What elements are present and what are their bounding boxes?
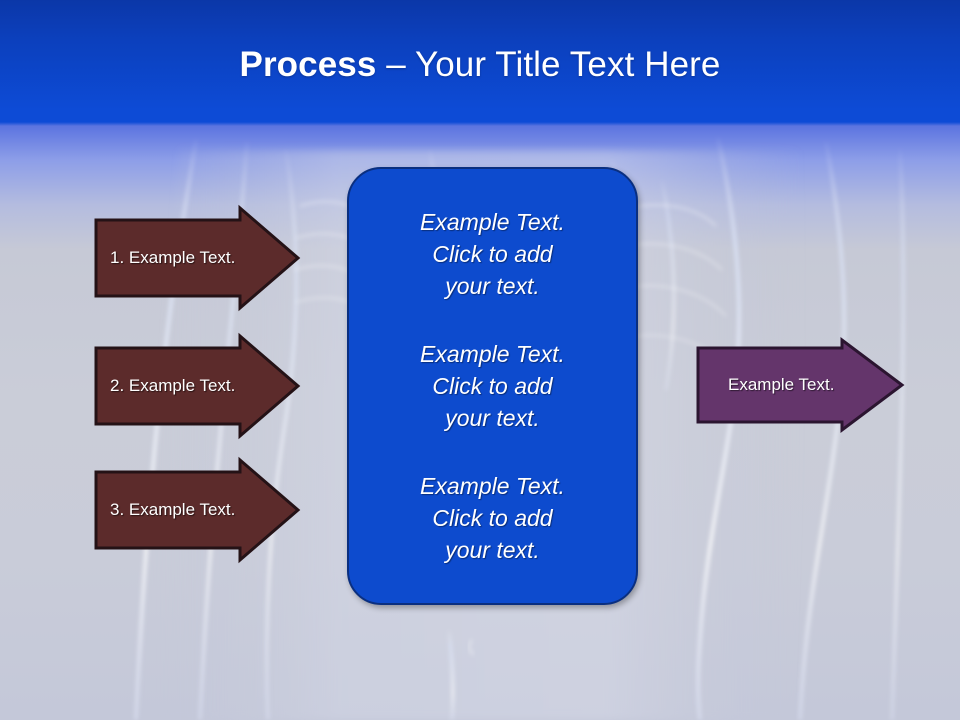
step-arrow-2-shape (94, 332, 301, 440)
step-arrow-1[interactable]: 1. Example Text. (94, 204, 301, 312)
result-arrow[interactable]: Example Text. (696, 337, 905, 433)
panel-text-block-3: Example Text. Click to add your text. (420, 473, 565, 563)
panel-text-block-1: Example Text. Click to add your text. (420, 209, 565, 299)
step-arrow-3-shape (94, 456, 301, 564)
step-arrow-3[interactable]: 3. Example Text. (94, 456, 301, 564)
step-arrow-2[interactable]: 2. Example Text. (94, 332, 301, 440)
page-title-rest: – Your Title Text Here (376, 45, 721, 84)
title-bar: Process – Your Title Text Here (0, 0, 960, 122)
panel-text-block-2: Example Text. Click to add your text. (420, 341, 565, 431)
step-arrow-1-shape (94, 204, 301, 312)
page-title-strong: Process (239, 45, 377, 84)
page-title: Process – Your Title Text Here (240, 45, 721, 85)
process-detail-panel[interactable]: Example Text. Click to add your text. Ex… (347, 167, 638, 605)
result-arrow-shape (696, 337, 905, 433)
